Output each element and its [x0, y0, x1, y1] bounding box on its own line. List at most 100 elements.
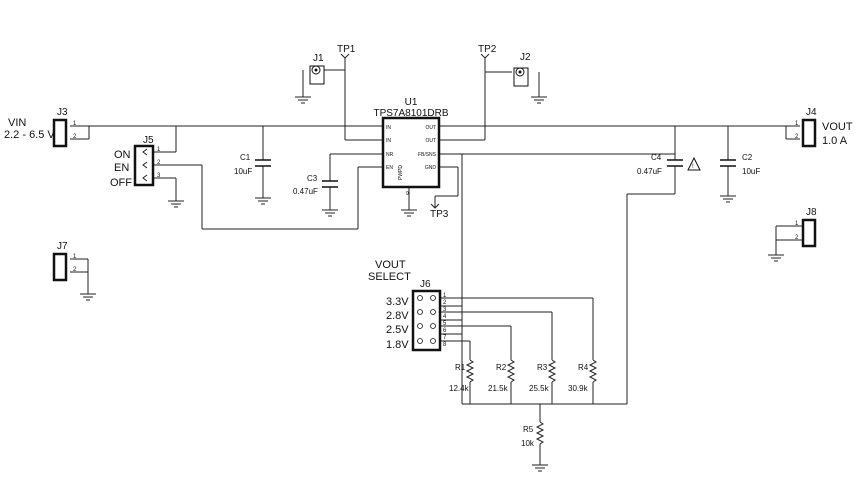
connector-j8-pin-1: 1	[795, 221, 799, 227]
capacitor-c4	[667, 159, 683, 167]
voltage-option-1v8: 1.8V	[386, 339, 409, 351]
warning-triangle-mark: !	[692, 164, 694, 170]
chevron-left-icon	[142, 174, 148, 182]
c1-ref: C1	[240, 153, 251, 162]
ic-ref: U1	[405, 97, 418, 108]
connector-j5-pin-2: 2	[157, 160, 161, 166]
ground-symbols	[80, 96, 784, 472]
ground-icon	[532, 464, 548, 472]
connector-j6	[411, 289, 442, 352]
capacitor-c1	[255, 159, 271, 167]
connector-j7-pin-2: 2	[73, 267, 77, 273]
vout-current-label: 1.0 A	[822, 135, 848, 147]
connector-j6-pin-7: 7	[443, 335, 447, 341]
connector-j7-label: J7	[57, 241, 68, 252]
wires	[70, 58, 802, 465]
connector-j4	[801, 118, 817, 148]
voltage-option-2v8: 2.8V	[386, 310, 409, 322]
test-point-tp1-icon	[340, 53, 350, 59]
c2-value: 10uF	[742, 167, 760, 176]
ic-u1-body	[381, 116, 441, 189]
ground-icon	[720, 195, 736, 203]
capacitor-c3	[322, 180, 338, 188]
connector-j3-label: J3	[57, 107, 68, 118]
connector-j1-label: J1	[313, 53, 324, 64]
test-point-tp2-label: TP2	[478, 44, 497, 55]
ground-icon	[168, 200, 184, 208]
connector-j6-label: J6	[420, 279, 431, 290]
connector-j6-pin-1: 1	[443, 293, 447, 299]
resistor-r3	[547, 359, 557, 383]
r2-value: 21.5k	[488, 384, 509, 393]
r5-ref: R5	[523, 425, 534, 434]
ic-pin-in-2: IN	[386, 125, 391, 131]
en-label: EN	[114, 162, 129, 174]
c4-ref: C4	[651, 153, 662, 162]
resistor-r1	[465, 359, 475, 383]
ground-icon	[255, 197, 271, 205]
resistor-r5	[535, 421, 545, 445]
connector-j8-label: J8	[806, 207, 817, 218]
connector-j6-pin-6: 6	[443, 328, 447, 334]
test-point-tp3-icon	[430, 203, 440, 209]
connector-j4-pin-2: 2	[795, 134, 799, 140]
r1-value: 12.4k	[449, 384, 470, 393]
resistors	[465, 359, 598, 445]
vin-range-label: 2.2 - 6.5 V	[4, 129, 55, 141]
connector-j7-pin-1: 1	[73, 254, 77, 260]
c3-ref: C3	[307, 174, 318, 183]
ground-icon	[531, 96, 547, 104]
connector-j5-pin-1: 1	[157, 147, 161, 153]
connector-j6-pin-4: 4	[443, 314, 447, 320]
connector-j4-pin-1: 1	[795, 121, 799, 127]
connector-j5-label: J5	[143, 135, 154, 146]
voltage-option-2v5: 2.5V	[386, 324, 409, 336]
ground-icon	[295, 96, 311, 104]
on-label: ON	[114, 149, 131, 161]
test-point-tp2-icon	[480, 53, 490, 59]
off-label: OFF	[110, 177, 132, 189]
ground-icon	[322, 209, 338, 217]
r1-ref: R1	[455, 363, 466, 372]
r3-value: 25.5k	[529, 384, 550, 393]
ic-pin-fb: FB/SNS	[418, 152, 437, 158]
connector-j5-pin-3: 3	[157, 173, 161, 179]
connector-j4-label: J4	[806, 107, 817, 118]
coax-connector-j2	[513, 67, 529, 87]
connector-j7	[52, 252, 68, 282]
vout-label: VOUT	[822, 121, 853, 133]
connector-j6-pin-5: 5	[443, 321, 447, 327]
ic-part: TPS7A8101DRB	[373, 108, 448, 119]
r2-ref: R2	[496, 363, 507, 372]
c1-value: 10uF	[234, 167, 252, 176]
ic-pin-out-1: OUT	[425, 125, 436, 131]
connector-j6-pin-3: 3	[443, 307, 447, 313]
r4-value: 30.9k	[568, 384, 589, 393]
connector-j8	[801, 218, 817, 248]
ground-icon	[80, 293, 96, 301]
vout-select-label-2: SELECT	[368, 271, 411, 283]
warning-triangle-icon	[687, 156, 701, 171]
resistor-r4	[588, 359, 598, 383]
ground-icon	[401, 209, 417, 217]
c2-ref: C2	[742, 153, 753, 162]
ic-pin-gnd: GND	[425, 165, 437, 171]
c4-value: 0.47uF	[637, 167, 662, 176]
test-point-tp3-label: TP3	[430, 209, 449, 220]
test-point-tp1-label: TP1	[337, 44, 356, 55]
ic-pin-out-2: OUT	[425, 138, 436, 144]
chevron-left-icon	[142, 161, 148, 169]
connector-j3-pin-2: 2	[73, 134, 77, 140]
vin-label: VIN	[8, 117, 26, 129]
resistor-r2	[506, 359, 516, 383]
ic-pin-en: EN	[386, 165, 393, 171]
r3-ref: R3	[537, 363, 548, 372]
connector-j6-pin-8: 8	[443, 342, 447, 348]
vout-select-label-1: VOUT	[375, 259, 406, 271]
r5-value: 10k	[521, 439, 535, 448]
voltage-option-3v3: 3.3V	[386, 296, 409, 308]
connector-j3	[52, 118, 68, 148]
connector-j8-pin-2: 2	[795, 235, 799, 241]
coax-connector-j1	[309, 65, 325, 85]
